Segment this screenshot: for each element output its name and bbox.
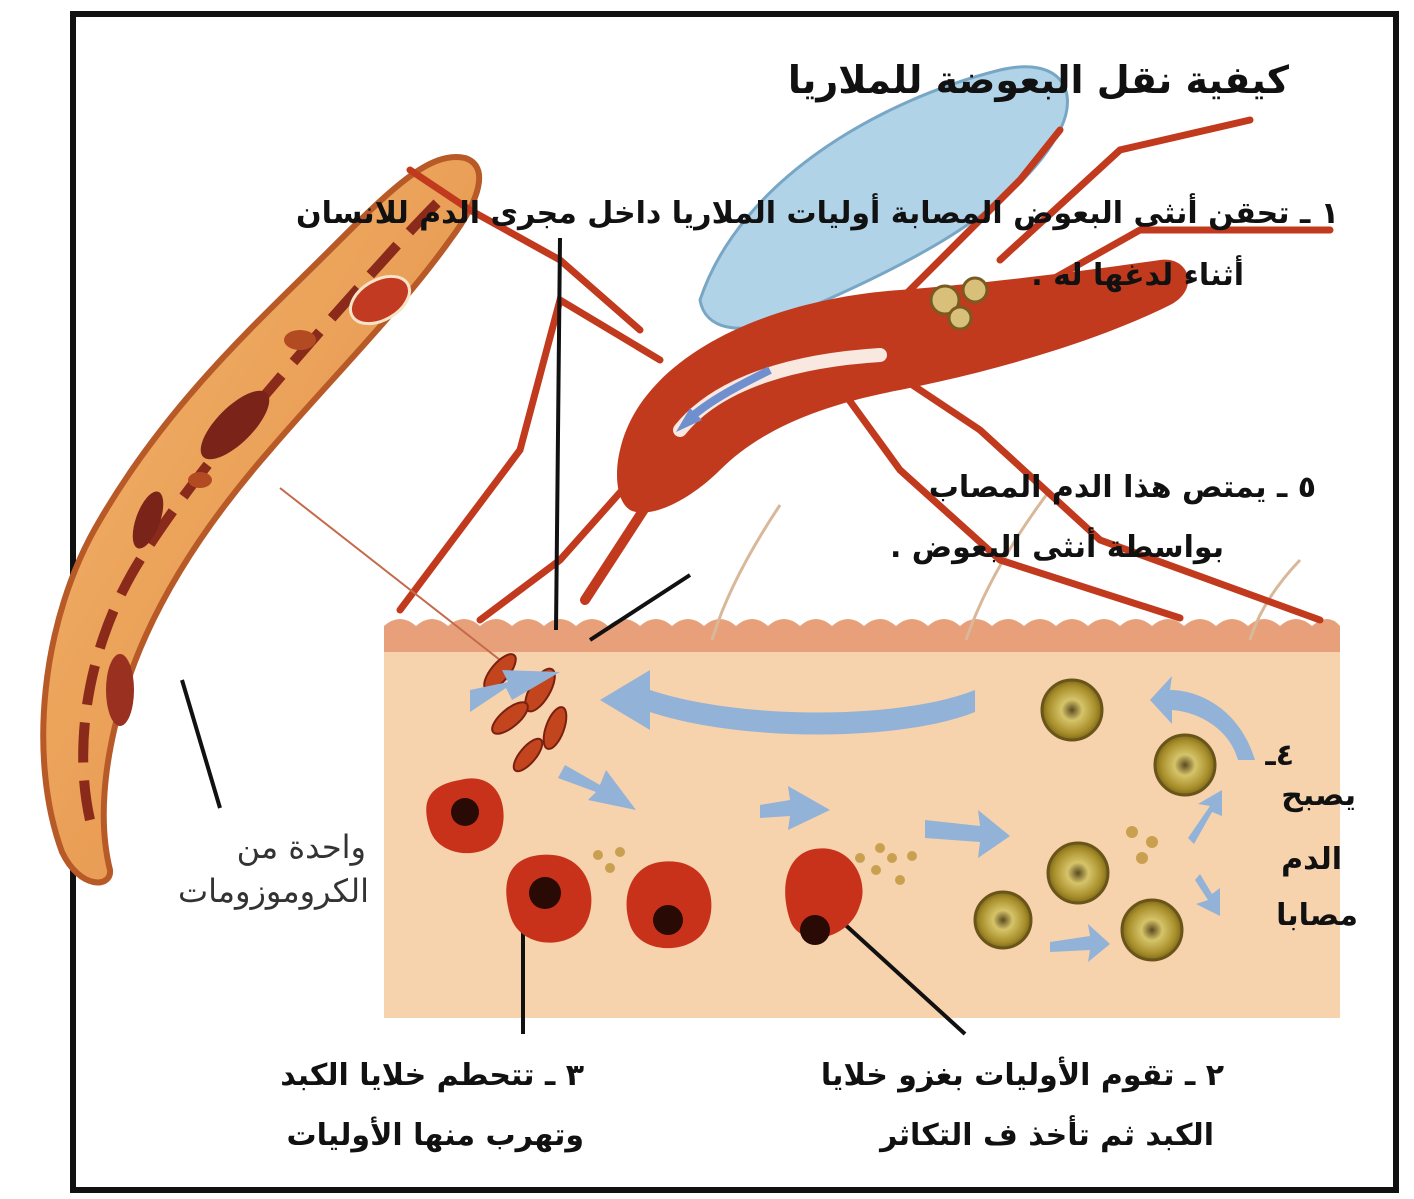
crescent-organelle <box>106 654 134 726</box>
liver-cell <box>627 861 712 948</box>
crescent-label-line2: الكروموزومات <box>178 872 369 910</box>
crescent-organelle <box>188 472 212 488</box>
step5-line2: بواسطة أنثى البعوض . <box>890 530 1224 565</box>
step4-line3: مصابا <box>1276 898 1358 933</box>
diagram-title: كيفية نقل البعوضة للملاريا <box>788 58 1289 102</box>
step3-line1: ٣ ـ تتحطم خلايا الكبد <box>280 1058 584 1093</box>
step4-number: ٤ـ <box>1265 738 1294 773</box>
step5-line1: ٥ ـ يمتص هذا الدم المصاب <box>929 470 1316 505</box>
mosquito-eggs <box>963 278 987 302</box>
step1-line1: ١ ـ تحقن أنثى البعوض المصابة أوليات المل… <box>296 196 1339 231</box>
step4-line2: الدم <box>1281 842 1342 877</box>
step2-line1: ٢ ـ تقوم الأوليات بغزو خلايا <box>821 1058 1224 1093</box>
crescent-organelle <box>284 330 316 350</box>
step3-line2: وتهرب منها الأوليات <box>287 1118 585 1153</box>
mosquito-eggs <box>949 307 971 329</box>
crescent-label-line1: واحدة من <box>237 828 366 866</box>
step2-line2: الكبد ثم تأخذ ف التكاثر <box>880 1118 1214 1153</box>
step1-line2: أثناء لدغها له . <box>1031 258 1244 293</box>
step4-line1: يصبح <box>1281 778 1356 813</box>
